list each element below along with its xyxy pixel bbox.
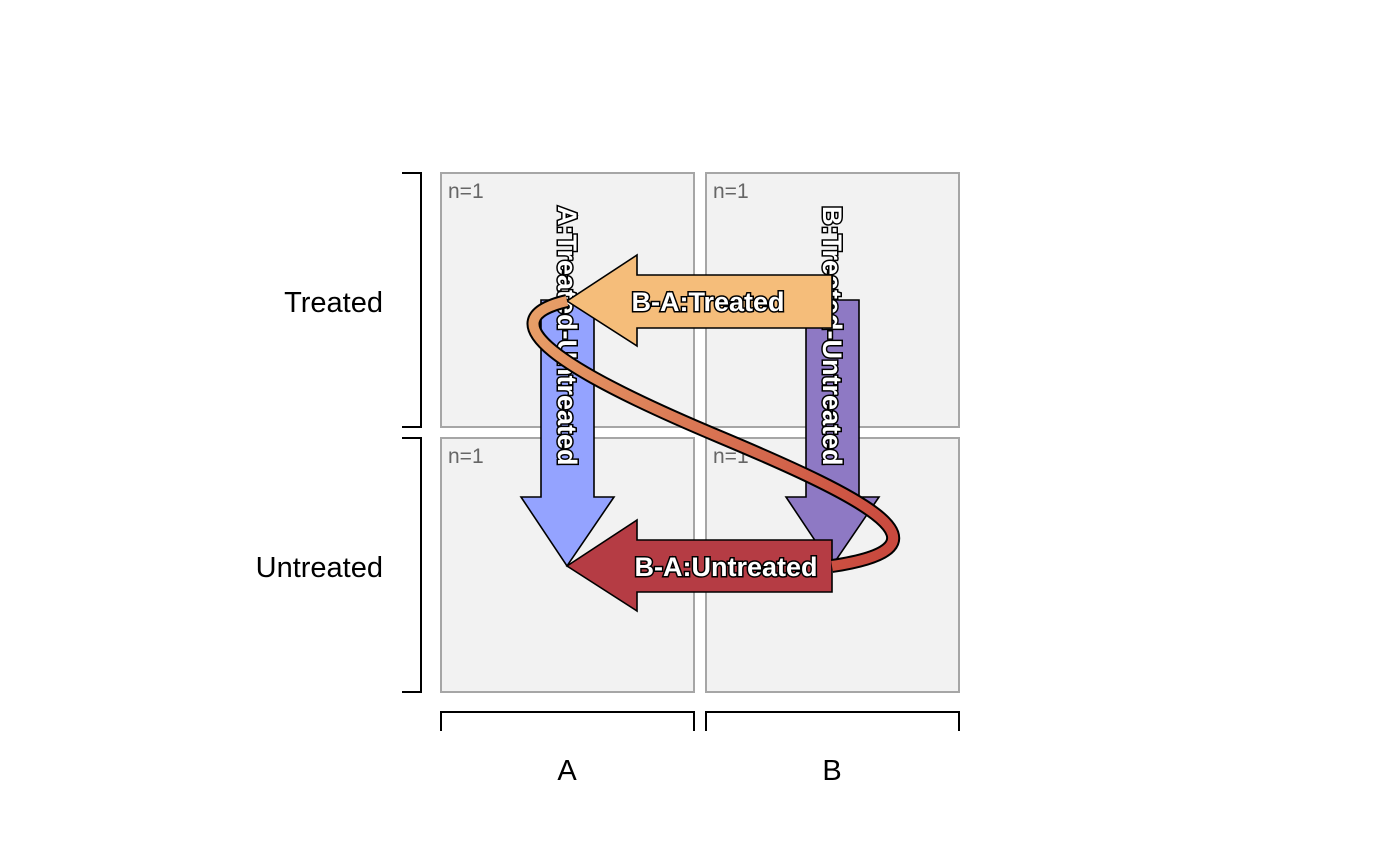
- cell-n-untreated-a: n=1: [448, 445, 484, 468]
- label-ba-treated: B-A:Treated: [631, 287, 784, 317]
- column-bracket-b: [705, 711, 960, 731]
- row-bracket-treated: [402, 172, 422, 428]
- row-label-treated: Treated: [284, 287, 383, 319]
- row-bracket-untreated: [402, 437, 422, 693]
- label-b-treated-untreated: B:Treated-Untreated: [817, 206, 847, 466]
- cell-n-treated-b: n=1: [713, 180, 749, 203]
- arrow-a-treated-untreated: [519, 299, 616, 568]
- interaction-curve: [528, 296, 899, 571]
- arrow-ba-untreated: [565, 518, 833, 613]
- column-label-a: A: [557, 755, 577, 787]
- row-label-untreated: Untreated: [256, 552, 383, 584]
- column-label-b: B: [822, 755, 841, 787]
- label-a-treated-untreated: A:Treated-Untreated: [552, 206, 582, 466]
- column-bracket-a: [440, 711, 695, 731]
- arrow-ba-treated: [565, 253, 833, 348]
- cell-n-treated-a: n=1: [448, 180, 484, 203]
- label-ba-untreated: B-A:Untreated: [634, 552, 817, 582]
